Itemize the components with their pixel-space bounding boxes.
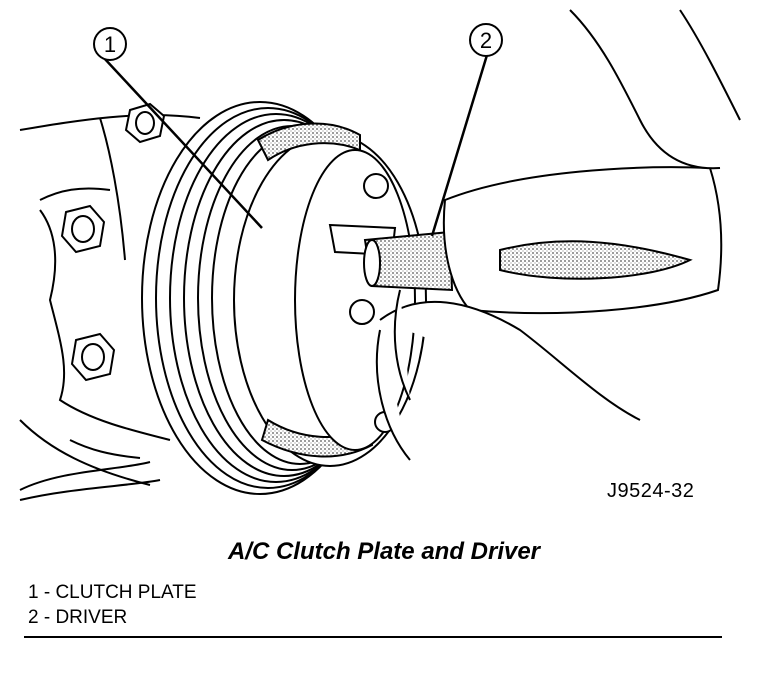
bolt-heads xyxy=(60,102,166,382)
bolt-head-top xyxy=(124,102,166,144)
hose xyxy=(19,439,161,501)
compressor-body xyxy=(19,114,201,486)
legend-item-1: 1 - CLUTCH PLATE xyxy=(28,582,197,603)
bolt-head-bottom xyxy=(70,332,116,382)
illustration: 1 2 xyxy=(19,9,741,501)
figure-caption: A/C Clutch Plate and Driver xyxy=(227,538,541,565)
driver-tool xyxy=(363,230,454,292)
svg-text:1: 1 xyxy=(104,32,116,57)
callout-1: 1 xyxy=(93,27,127,61)
svg-text:2: 2 xyxy=(480,28,492,53)
bolt-head-left xyxy=(60,204,106,254)
hand-with-handle xyxy=(375,9,741,461)
legend-item-2: 2 - DRIVER xyxy=(28,607,128,628)
figure-id: J9524-32 xyxy=(607,480,695,502)
callout-2: 2 xyxy=(469,23,503,57)
leader-line-1 xyxy=(103,57,263,229)
leader-line-2 xyxy=(430,54,489,237)
bottom-rule xyxy=(24,636,722,638)
leader-lines xyxy=(103,54,489,237)
